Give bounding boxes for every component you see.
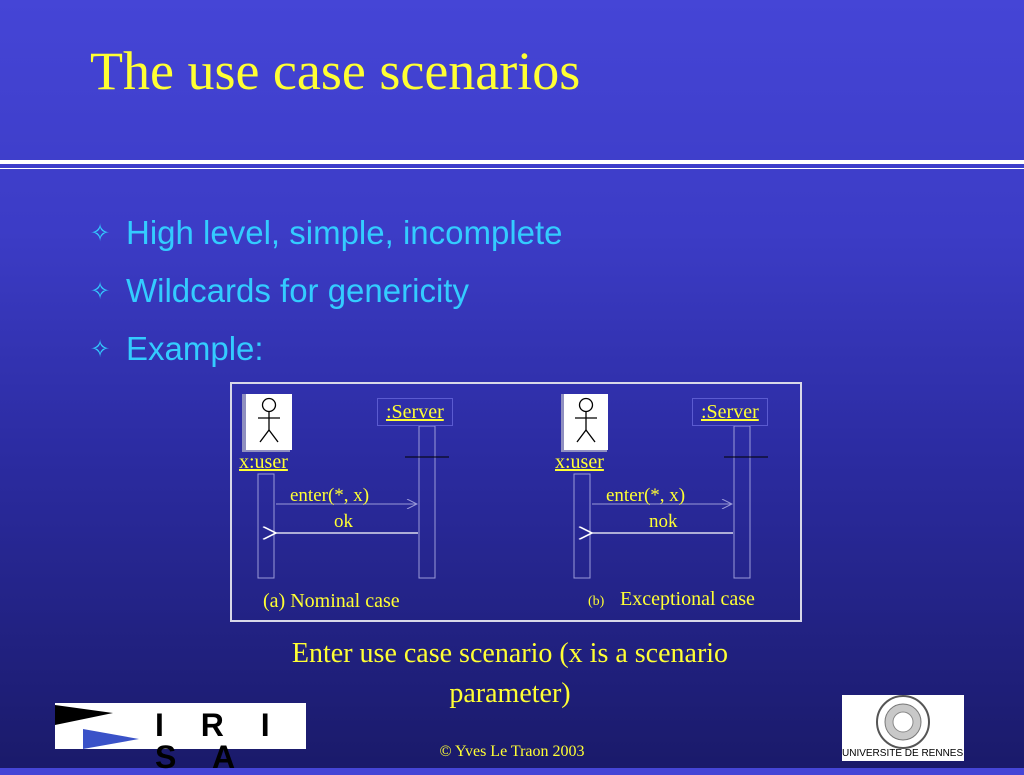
bullet-star-icon: ✧ — [90, 277, 111, 305]
bullet-star-icon: ✧ — [90, 219, 111, 247]
irisa-wordmark: I R I S A — [155, 707, 284, 775]
actor-user-icon-right — [561, 394, 608, 452]
case-prefix-exceptional: (b) — [588, 594, 605, 609]
bullet-text: Example: — [126, 330, 264, 367]
call-message-right: enter(*, x) — [606, 485, 686, 506]
university-seal-icon — [876, 695, 930, 749]
server-object-left: :Server — [377, 398, 453, 426]
diagram-caption: Enter use case scenario (x is a scenario… — [291, 638, 729, 709]
bullet-item: ✧ Example: — [90, 320, 563, 378]
rennes-university-logo: UNIVERSITE DE RENNES I — [842, 695, 964, 761]
sequence-diagram: :Server x:user enter(*, x) ok (a) Nomina… — [230, 382, 802, 622]
title-divider — [0, 160, 1024, 164]
bullet-list: ✧ High level, simple, incomplete ✧ Wildc… — [90, 204, 563, 378]
reply-message-left: ok — [334, 511, 353, 532]
sequence-diagram-graphics — [242, 394, 768, 579]
server-lifeline-left — [418, 425, 436, 579]
reply-message-right: nok — [649, 511, 678, 532]
slide-title: The use case scenarios — [90, 41, 581, 101]
bullet-text: Wildcards for genericity — [126, 272, 469, 309]
title-divider-thin — [0, 168, 1024, 169]
server-object-right: :Server — [692, 398, 768, 426]
bullet-text: High level, simple, incomplete — [126, 214, 563, 251]
call-message-left: enter(*, x) — [290, 485, 370, 506]
actor-label-right: x:user — [555, 451, 604, 473]
actor-label-left: x:user — [239, 451, 288, 473]
bullet-item: ✧ Wildcards for genericity — [90, 262, 563, 320]
actor-user-icon-left — [242, 394, 292, 452]
user-lifeline-right — [573, 473, 591, 579]
case-label-exceptional: Exceptional case — [620, 588, 755, 610]
user-lifeline-left — [257, 473, 275, 579]
irisa-wedge-icon — [55, 705, 139, 749]
copyright-footer: © Yves Le Traon 2003 — [439, 743, 585, 760]
bullet-star-icon: ✧ — [90, 335, 111, 363]
case-label-nominal: (a) Nominal case — [263, 590, 400, 612]
server-lifeline-right — [733, 425, 751, 579]
rennes-wordmark: UNIVERSITE DE RENNES I — [842, 748, 964, 759]
bullet-item: ✧ High level, simple, incomplete — [90, 204, 563, 262]
